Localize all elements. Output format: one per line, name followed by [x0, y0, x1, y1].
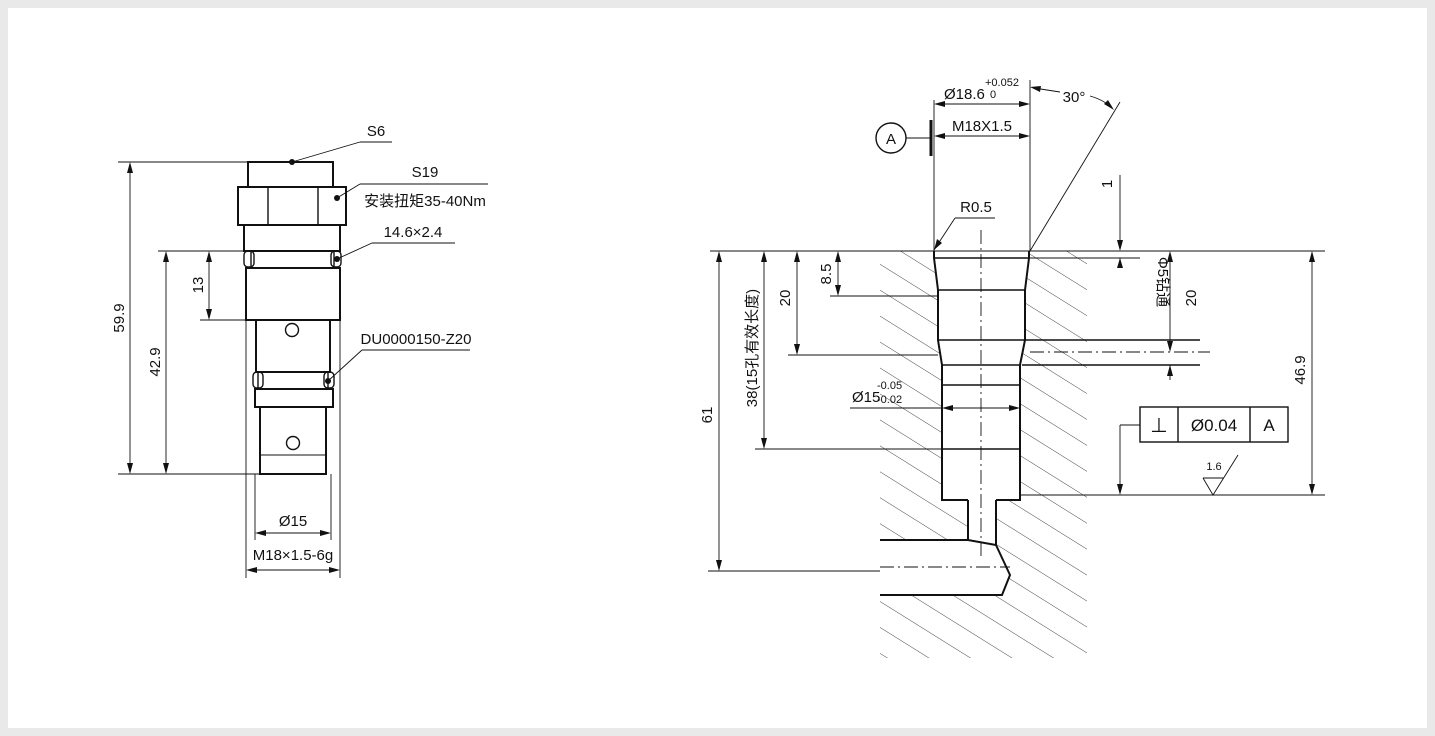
callout-torque: 安装扭矩35-40Nm: [364, 193, 486, 210]
dim-length-42: 42.9: [147, 347, 164, 376]
cavity-view: Ø18.6 +0.052 0 M18X1.5 A 30° R0.5 1 Φ: [699, 77, 1325, 658]
dim-20-right: 20: [1183, 290, 1200, 307]
dim-radius: R0.5: [960, 199, 992, 216]
dim-diameter-15-tol-upper: -0.05: [877, 380, 902, 392]
dim-diameter-18-6-tol-upper: +0.052: [985, 77, 1019, 89]
drill-note: Φ5钻通: [1154, 257, 1171, 307]
datum-a-label: A: [886, 131, 896, 148]
cartridge-view: 59.9 42.9 13 Ø15 M18×1.5-6g S6: [111, 123, 488, 578]
dim-chamfer-1: 1: [1099, 180, 1116, 188]
callout-o-ring-top: 14.6×2.4: [384, 224, 443, 241]
callout-s6: S6: [367, 123, 385, 140]
o-ring-top-left: [243, 250, 255, 268]
bottom-passage: [880, 539, 1012, 596]
tolerance-value: Ø0.04: [1191, 416, 1237, 435]
dim-thread-m18: M18X1.5: [952, 118, 1012, 135]
cartridge-nose: [259, 406, 327, 475]
dim-length-13: 13: [190, 277, 207, 294]
dim-61: 61: [699, 407, 716, 424]
dim-total-length: 59.9: [111, 303, 128, 332]
side-port-lower: [285, 435, 301, 451]
tolerance-datum: A: [1263, 416, 1275, 435]
dim-46-9: 46.9: [1292, 355, 1309, 384]
dim-diameter-15: Ø15: [279, 513, 307, 530]
dim-8-5: 8.5: [818, 264, 835, 285]
callout-s19: S19: [412, 164, 439, 181]
dim-angle: 30°: [1063, 89, 1086, 106]
perpendicularity-symbol: ⊥: [1150, 415, 1167, 437]
hex-nut: [237, 186, 347, 226]
dim-diameter-18-6-tol-lower: 0: [990, 89, 996, 101]
dim-38: 38(15孔有效长度): [744, 289, 761, 407]
dim-diameter-15-tol-lower: -0.02: [877, 394, 902, 406]
thread-section: [243, 224, 341, 252]
dim-diameter-15-cavity: Ø15: [852, 389, 880, 406]
tolerance-frame: ⊥ Ø0.04 A: [1117, 406, 1289, 495]
cartridge-cap: [247, 161, 334, 188]
cartridge-body-upper: [245, 267, 341, 321]
dim-diameter-18-6: Ø18.6: [944, 86, 985, 103]
surface-roughness-symbol: 1.6: [1202, 454, 1239, 496]
cavity-hatching: [880, 251, 1087, 658]
dim-thread: M18×1.5-6g: [253, 547, 333, 564]
dim-20-left: 20: [777, 290, 794, 307]
callout-o-ring-bottom: DU0000150-Z20: [361, 331, 472, 348]
cartridge-sleeve: [255, 319, 331, 373]
roughness-value: 1.6: [1206, 461, 1221, 473]
side-port-upper: [284, 322, 300, 338]
